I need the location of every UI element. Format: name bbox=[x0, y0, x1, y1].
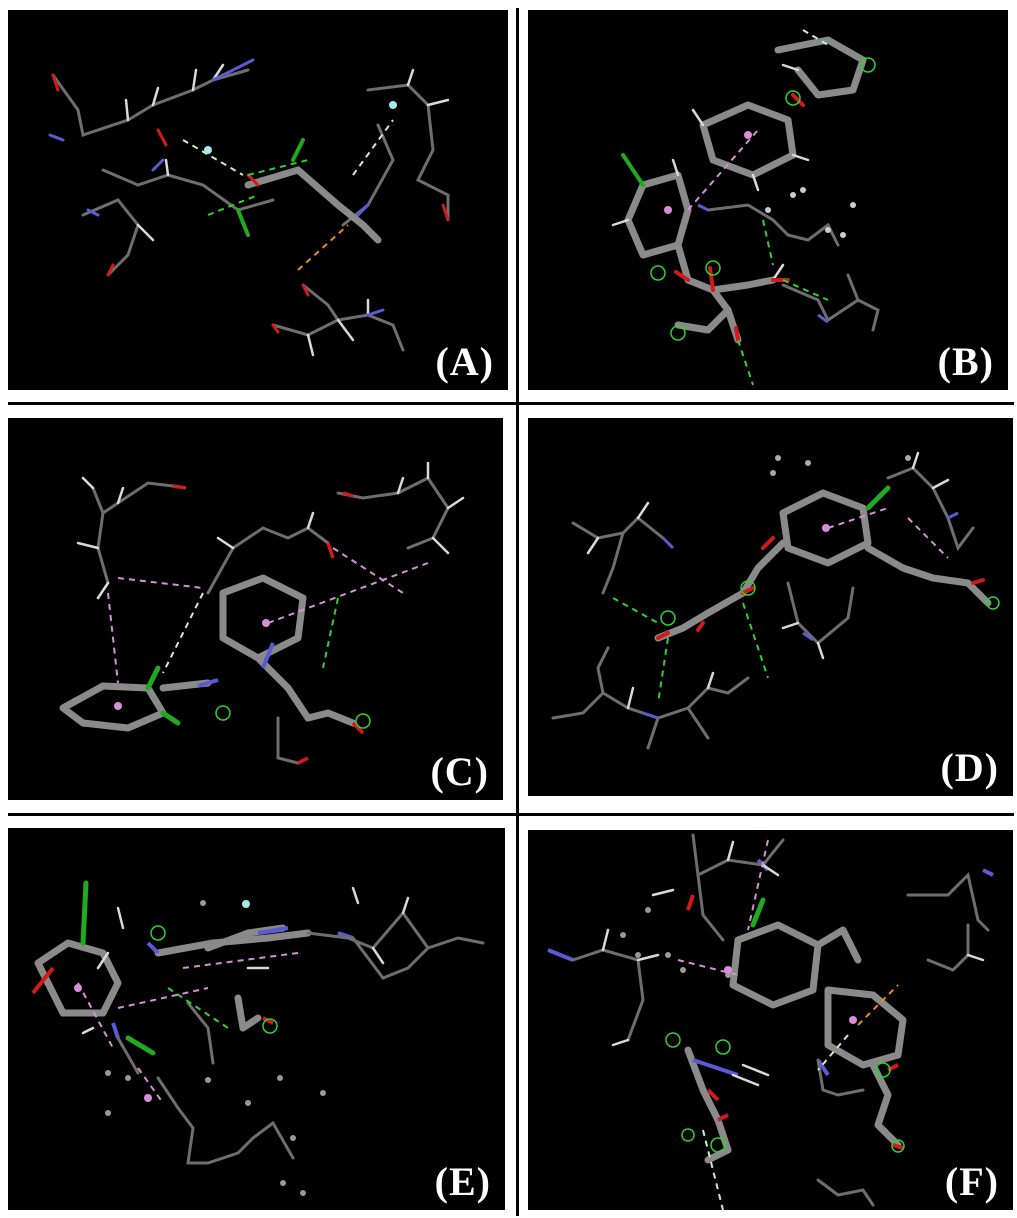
molecule-render-e bbox=[31, 880, 485, 1196]
panel-d: (D) bbox=[528, 418, 1013, 796]
panel-label-c: (C) bbox=[430, 749, 489, 794]
panel-c: (C) bbox=[8, 418, 503, 800]
vertical-divider-top bbox=[516, 8, 519, 403]
panel-e: (E) bbox=[8, 828, 505, 1210]
panel-label-b: (B) bbox=[937, 339, 994, 384]
vertical-divider-bottom bbox=[516, 816, 519, 1216]
molecule-render-d bbox=[551, 451, 1000, 750]
panel-label-f: (F) bbox=[944, 1159, 999, 1204]
horizontal-divider-1 bbox=[8, 402, 1014, 405]
molecule-render-a bbox=[48, 58, 450, 357]
horizontal-divider-2 bbox=[8, 813, 1014, 816]
molecule-render-b bbox=[611, 29, 880, 386]
panel-label-e: (E) bbox=[434, 1159, 491, 1204]
panel-label-a: (A) bbox=[435, 339, 494, 384]
vertical-divider-mid bbox=[516, 405, 519, 815]
panel-label-d: (D) bbox=[940, 745, 999, 790]
panel-b: (B) bbox=[528, 10, 1008, 390]
molecule-render-c bbox=[59, 461, 465, 765]
molecule-render-f bbox=[547, 833, 994, 1210]
panel-f: (F) bbox=[528, 830, 1013, 1210]
panel-a: (A) bbox=[8, 10, 508, 390]
